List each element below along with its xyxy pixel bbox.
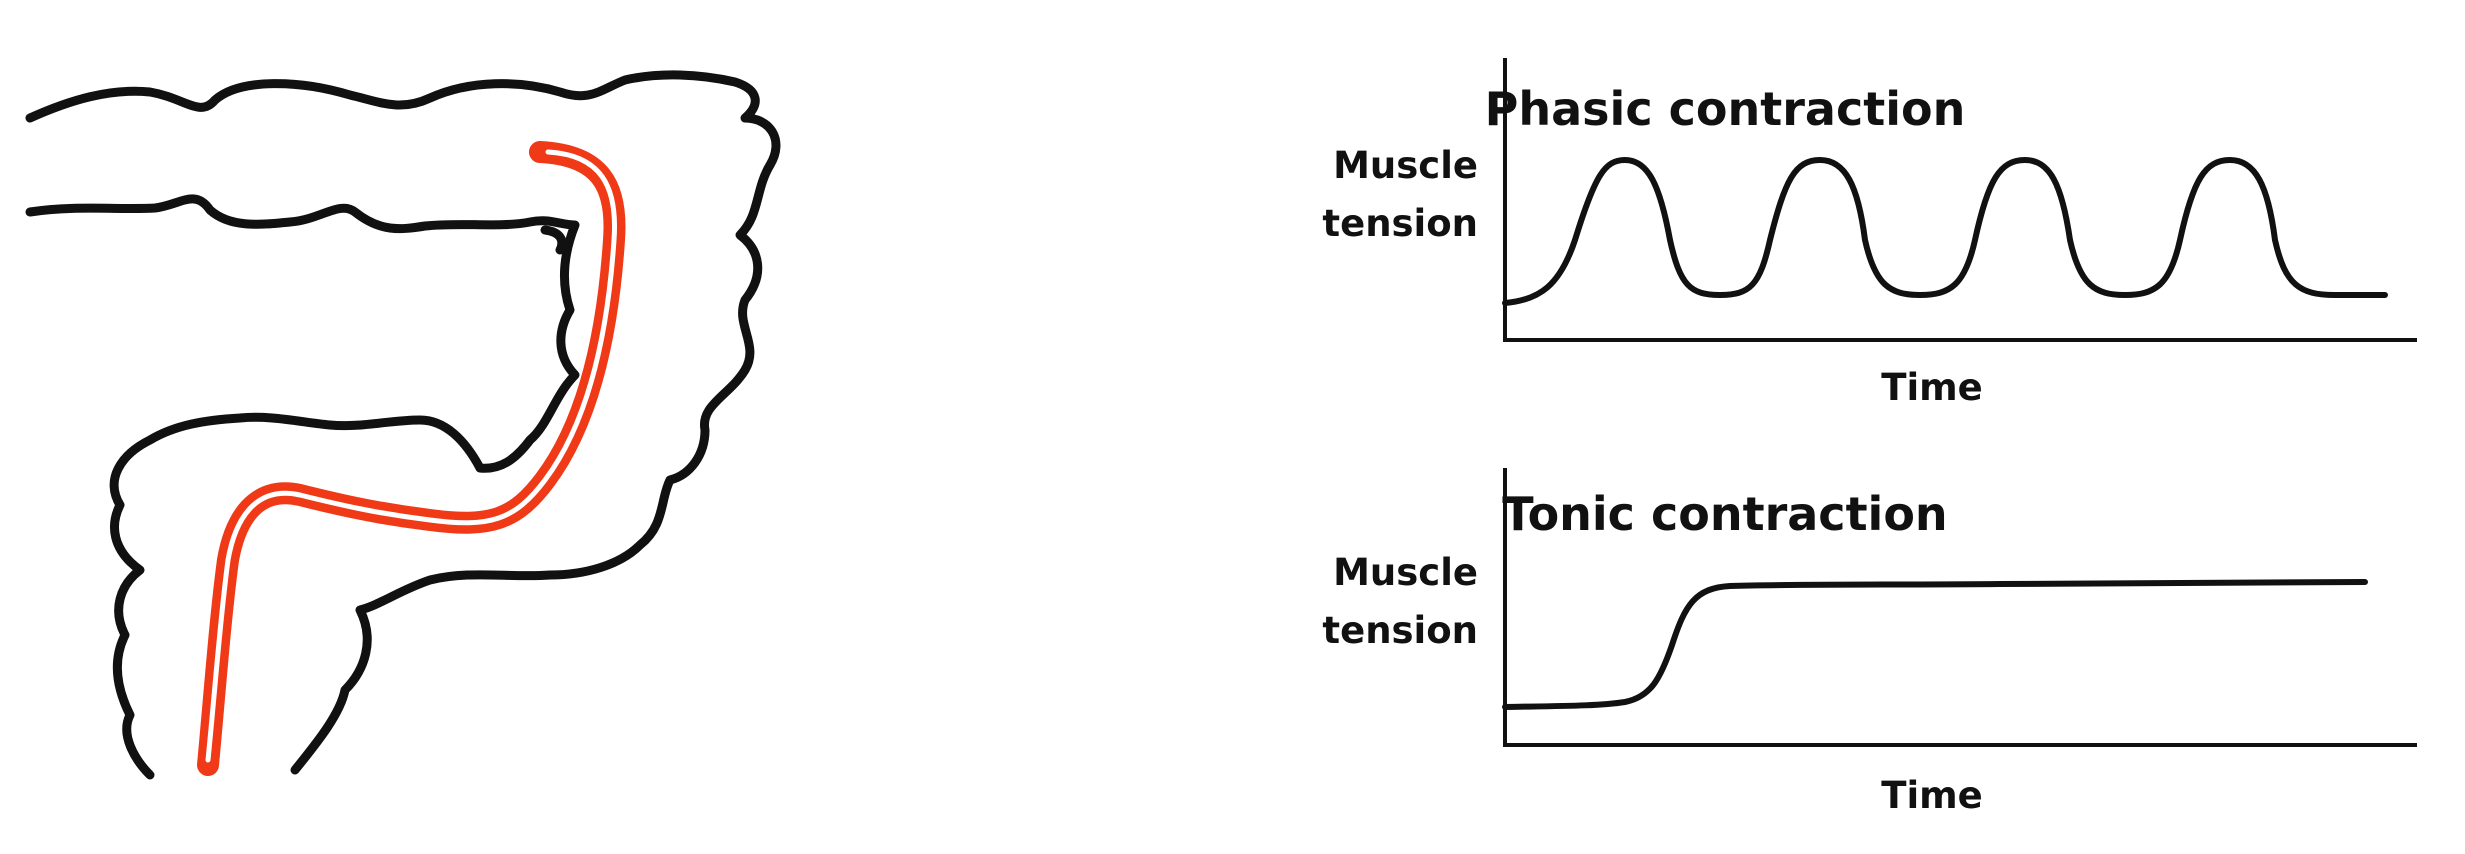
phasic-ylabel-line2: tension bbox=[1322, 202, 1478, 245]
phasic-title: Phasic contraction bbox=[1485, 82, 1966, 136]
phasic-panel: Phasic contraction Muscle tension Time bbox=[1322, 58, 2417, 409]
tonic-xlabel: Time bbox=[1881, 774, 1983, 817]
tonic-ylabel-line2: tension bbox=[1322, 609, 1478, 652]
phasic-tension-trace bbox=[1502, 157, 2388, 306]
tonic-panel: Tonic contraction Muscle tension Time bbox=[1322, 468, 2417, 817]
endoscope-tube-outer bbox=[197, 141, 626, 776]
tonic-ylabel-line1: Muscle bbox=[1333, 551, 1478, 594]
colon-illustration bbox=[25, 70, 781, 780]
colon-haustral-fold bbox=[540, 225, 567, 255]
endoscope-tube-lumen bbox=[205, 149, 618, 763]
colon-inner-wall bbox=[25, 194, 580, 780]
endoscope-tube bbox=[197, 141, 626, 776]
phasic-xlabel: Time bbox=[1881, 366, 1983, 409]
phasic-ylabel-line1: Muscle bbox=[1333, 144, 1478, 187]
tonic-title: Tonic contraction bbox=[1502, 487, 1947, 541]
colon-outer-wall bbox=[25, 70, 781, 775]
tonic-tension-trace bbox=[1502, 579, 2368, 710]
